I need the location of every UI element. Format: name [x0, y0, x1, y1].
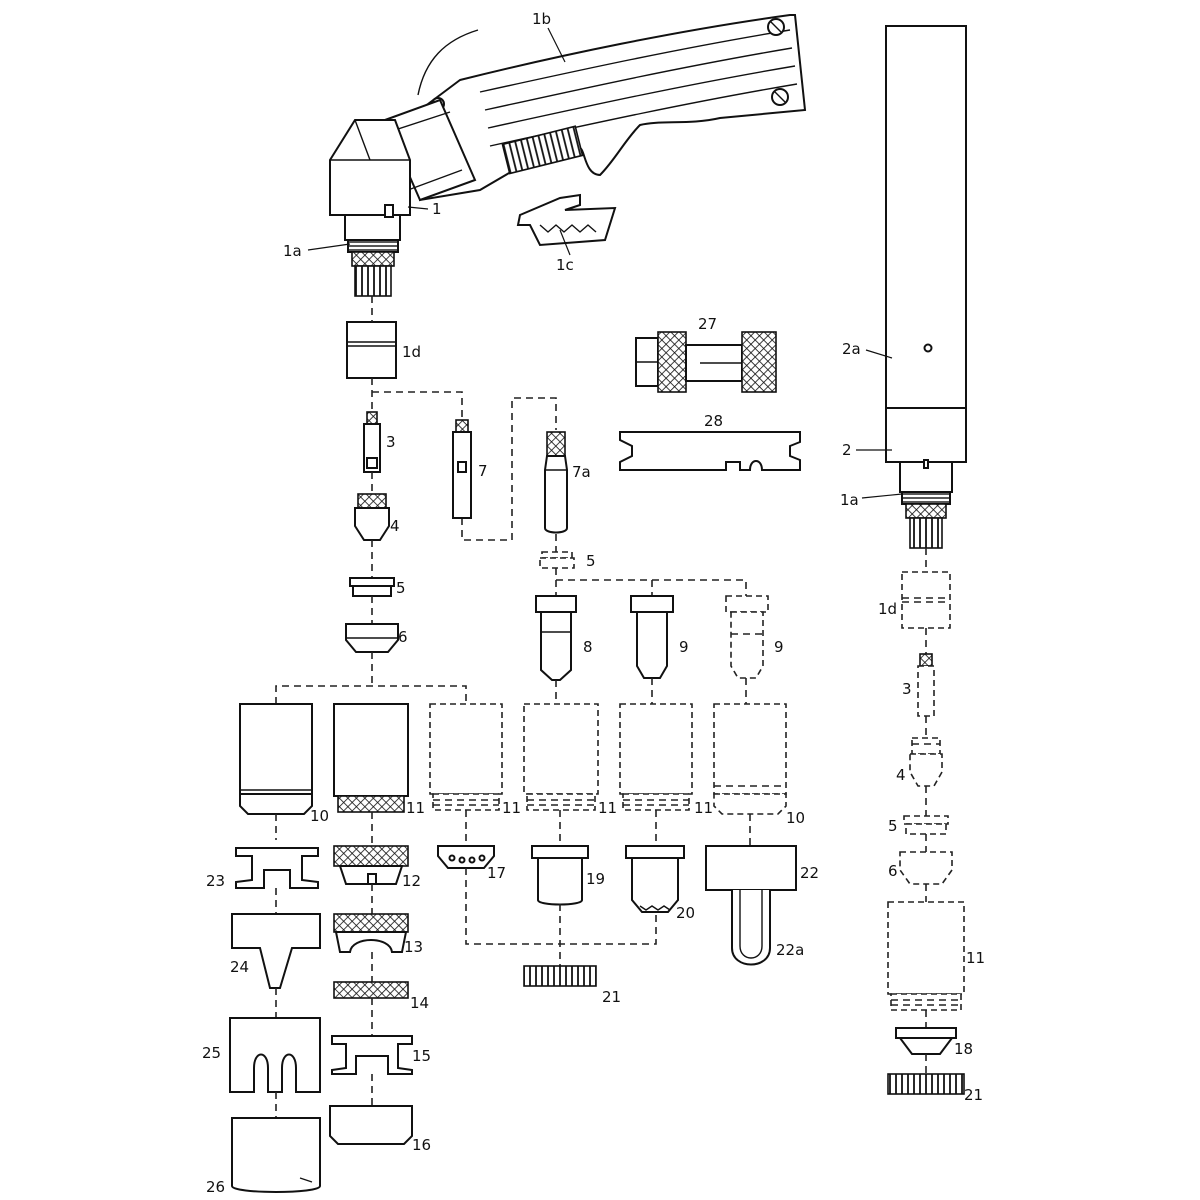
label-22: 22 [800, 864, 819, 882]
label-10-a: 10 [310, 807, 329, 825]
part-3-left [363, 411, 381, 473]
torch-head [329, 98, 477, 297]
part-11-a [333, 703, 409, 813]
label-23: 23 [206, 872, 225, 890]
label-5: 5 [396, 579, 406, 597]
part-11-d [619, 703, 693, 811]
part-8 [535, 595, 577, 681]
label-2a: 2a [842, 340, 861, 358]
part-9-a [630, 595, 674, 679]
part-11-c [523, 703, 599, 811]
part-25 [229, 1017, 321, 1093]
part-4-right [909, 737, 943, 787]
part-14 [333, 981, 409, 999]
label-1d-right: 1d [878, 600, 897, 618]
label-21-right: 21 [964, 1086, 983, 1104]
label-1: 1 [432, 200, 442, 218]
label-1c: 1c [556, 256, 574, 274]
label-5-mid: 5 [586, 552, 596, 570]
label-15: 15 [412, 1047, 431, 1065]
part-12 [333, 845, 409, 885]
label-11-c: 11 [598, 799, 617, 817]
label-6: 6 [398, 628, 408, 646]
part-24 [231, 913, 321, 989]
part-28 [619, 431, 801, 471]
part-26 [231, 1117, 321, 1193]
label-21-mid: 21 [602, 988, 621, 1006]
label-27: 27 [698, 315, 717, 333]
part-10-b [713, 703, 787, 815]
label-1b: 1b [532, 10, 551, 28]
part-27 [635, 331, 777, 393]
label-9-b: 9 [774, 638, 784, 656]
part-16 [329, 1105, 413, 1145]
part-3-right [917, 653, 935, 717]
label-9-a: 9 [679, 638, 689, 656]
label-8: 8 [583, 638, 593, 656]
label-2: 2 [842, 441, 852, 459]
label-5-right: 5 [888, 817, 898, 835]
part-11-b [429, 703, 503, 811]
label-26: 26 [206, 1178, 225, 1196]
trigger-part [516, 193, 617, 247]
part-19 [531, 845, 589, 906]
part-13 [333, 913, 409, 953]
label-16: 16 [412, 1136, 431, 1154]
label-22a: 22a [776, 941, 804, 959]
part-18 [895, 1027, 957, 1055]
part-5-left [349, 577, 395, 597]
part-11-right [887, 901, 965, 1011]
label-10-b: 10 [786, 809, 805, 827]
part-21-mid [523, 965, 597, 987]
label-1a-right: 1a [840, 491, 859, 509]
part-23 [235, 847, 319, 889]
label-3: 3 [386, 433, 396, 451]
label-3-right: 3 [902, 680, 912, 698]
label-18: 18 [954, 1040, 973, 1058]
label-11-right: 11 [966, 949, 985, 967]
part-4-left [354, 493, 390, 541]
straight-torch [885, 25, 967, 549]
label-20: 20 [676, 904, 695, 922]
part-7 [452, 419, 472, 519]
label-28: 28 [704, 412, 723, 430]
label-11-a: 11 [406, 799, 425, 817]
label-11-d: 11 [694, 799, 713, 817]
label-12: 12 [402, 872, 421, 890]
label-7a: 7a [572, 463, 591, 481]
label-4: 4 [390, 517, 400, 535]
part-5-mid [539, 551, 575, 569]
part-9-b [725, 595, 769, 679]
part-22 [705, 845, 797, 966]
part-7a [544, 431, 568, 534]
part-20 [625, 845, 685, 913]
label-6-right: 6 [888, 862, 898, 880]
label-11-b: 11 [502, 799, 521, 817]
label-19: 19 [586, 870, 605, 888]
label-24: 24 [230, 958, 249, 976]
part-15 [331, 1035, 413, 1075]
part-1d-right [901, 571, 951, 629]
label-14: 14 [410, 994, 429, 1012]
label-13: 13 [404, 938, 423, 956]
label-4-right: 4 [896, 766, 906, 784]
label-17: 17 [487, 864, 506, 882]
part-17 [437, 845, 495, 869]
label-1d: 1d [402, 343, 421, 361]
part-5-right [903, 815, 949, 835]
torch-handle [417, 14, 807, 202]
part-10-a [239, 703, 313, 815]
part-1d [346, 321, 397, 379]
label-7: 7 [478, 462, 488, 480]
part-21-right [887, 1073, 965, 1095]
part-6-right [899, 851, 953, 885]
label-25: 25 [202, 1044, 221, 1062]
label-1a: 1a [283, 242, 302, 260]
